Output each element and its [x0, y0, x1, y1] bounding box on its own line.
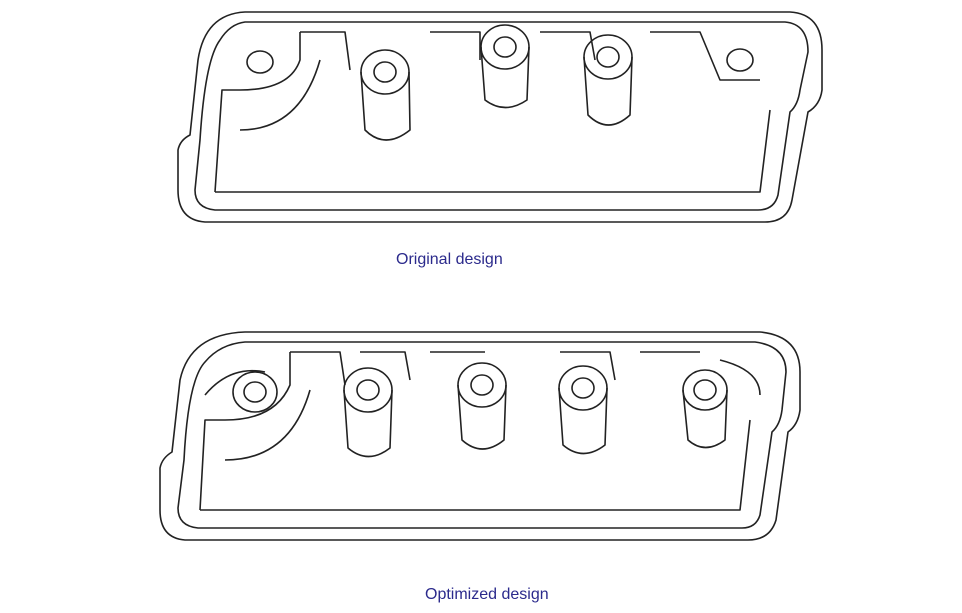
original-design-caption: Original design — [396, 251, 503, 268]
optimized-design-caption: Optimized design — [425, 586, 549, 603]
